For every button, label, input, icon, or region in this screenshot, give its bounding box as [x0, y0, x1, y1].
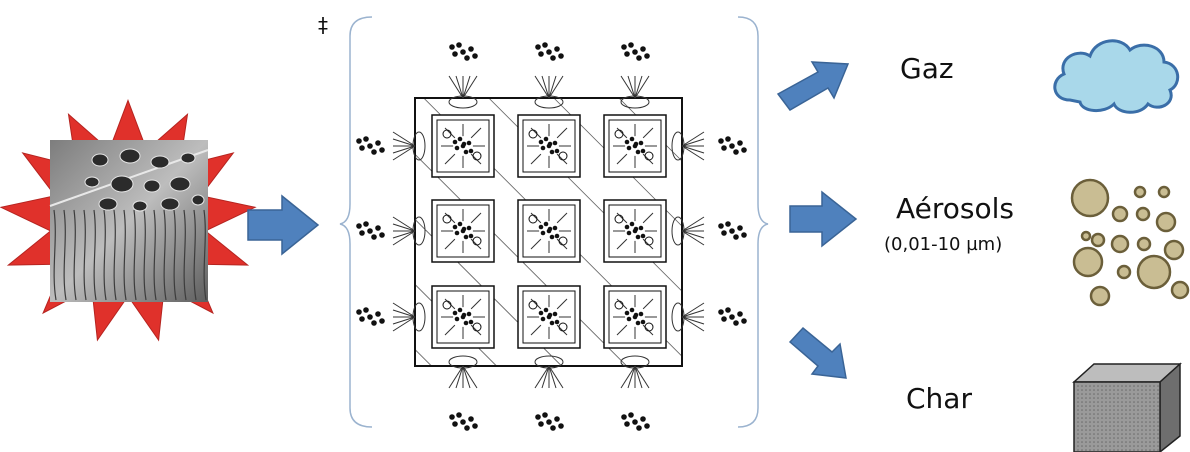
- droplet-cluster-icon: [1070, 178, 1190, 307]
- process-bracket: [339, 16, 769, 428]
- char-label: Char: [906, 382, 972, 415]
- wood-micrograph-burst-icon: [0, 98, 257, 342]
- gas-label: Gaz: [900, 52, 954, 85]
- cloud-icon: [1053, 39, 1180, 114]
- arrow-to-aerosols-icon: [789, 190, 858, 248]
- aerosols-label: Aérosols: [896, 192, 1015, 225]
- cube-icon: [1072, 362, 1182, 452]
- pyrolysis-particle-grid-icon: [356, 42, 747, 431]
- arrow-to-gas-icon: [776, 61, 850, 111]
- dagger-mark: ‡: [318, 13, 328, 37]
- wood-micrograph-image: [49, 140, 209, 302]
- arrow-icon: [247, 194, 320, 256]
- arrow-to-char-icon: [788, 326, 847, 379]
- aerosol-size-range-label: (0,01-10 µm): [884, 234, 1003, 255]
- output-arrows: [776, 61, 858, 379]
